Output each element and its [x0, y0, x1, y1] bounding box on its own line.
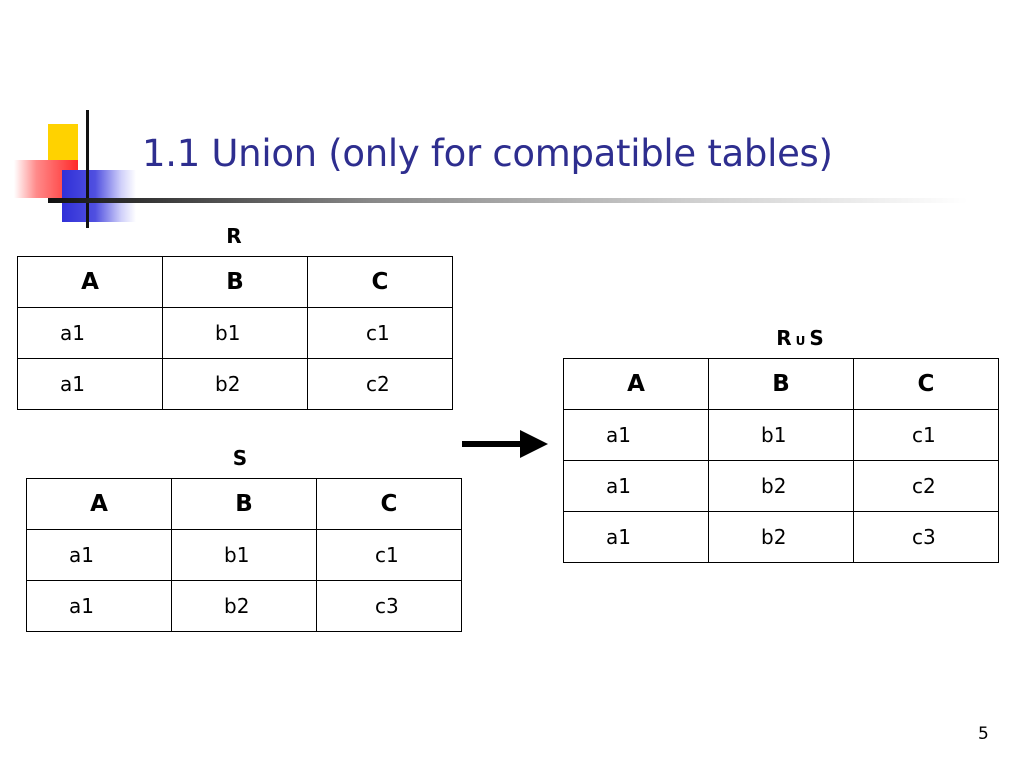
- table-cell: a1: [17, 358, 163, 410]
- table-header-row: A B C: [26, 478, 462, 530]
- table-row: a1 b1 c1: [26, 529, 462, 581]
- table-cell: a1: [563, 511, 709, 563]
- right-arrow-icon: [462, 430, 548, 458]
- table-cell: b1: [171, 529, 317, 581]
- column-header: B: [162, 256, 308, 308]
- page-number: 5: [978, 724, 989, 744]
- title-underline: [48, 198, 968, 203]
- table-cell: a1: [17, 307, 163, 359]
- column-header: C: [307, 256, 453, 308]
- table-cell: c2: [307, 358, 453, 410]
- column-header: B: [171, 478, 317, 530]
- decorative-vertical-line: [86, 110, 89, 228]
- union-operator-symbol: U: [795, 334, 806, 348]
- table-cell: c3: [316, 580, 462, 632]
- table-cell: c2: [853, 460, 999, 512]
- table-row: a1 b2 c3: [563, 511, 999, 563]
- column-header: A: [26, 478, 172, 530]
- decorative-blue-square: [62, 170, 136, 222]
- table-cell: b2: [708, 511, 854, 563]
- table-row: a1 b2 c2: [563, 460, 999, 512]
- column-header: A: [563, 358, 709, 410]
- table-cell: b1: [162, 307, 308, 359]
- table-header-row: A B C: [563, 358, 999, 410]
- table-cell: c1: [307, 307, 453, 359]
- union-result-table: A B C a1 b1 c1 a1 b2 c2 a1 b2 c3: [563, 358, 999, 563]
- table-cell: a1: [563, 460, 709, 512]
- table-cell: b2: [171, 580, 317, 632]
- table-cell: a1: [26, 529, 172, 581]
- union-right-operand: S: [809, 326, 824, 350]
- relation-s-label: S: [232, 446, 248, 470]
- table-row: a1 b2 c3: [26, 580, 462, 632]
- table-row: a1 b1 c1: [17, 307, 453, 359]
- table-cell: c3: [853, 511, 999, 563]
- table-cell: b1: [708, 409, 854, 461]
- column-header: B: [708, 358, 854, 410]
- slide-title: 1.1 Union (only for compatible tables): [142, 132, 833, 175]
- table-cell: b2: [708, 460, 854, 512]
- relation-s-table: A B C a1 b1 c1 a1 b2 c3: [26, 478, 462, 632]
- table-row: a1 b2 c2: [17, 358, 453, 410]
- table-row: a1 b1 c1: [563, 409, 999, 461]
- table-header-row: A B C: [17, 256, 453, 308]
- relation-r-table: A B C a1 b1 c1 a1 b2 c2: [17, 256, 453, 410]
- table-cell: b2: [162, 358, 308, 410]
- column-header: C: [853, 358, 999, 410]
- table-cell: a1: [563, 409, 709, 461]
- table-cell: c1: [853, 409, 999, 461]
- column-header: C: [316, 478, 462, 530]
- table-cell: a1: [26, 580, 172, 632]
- union-left-operand: R: [776, 326, 792, 350]
- relation-r-label: R: [226, 224, 242, 248]
- decorative-yellow-square: [48, 124, 78, 166]
- table-cell: c1: [316, 529, 462, 581]
- column-header: A: [17, 256, 163, 308]
